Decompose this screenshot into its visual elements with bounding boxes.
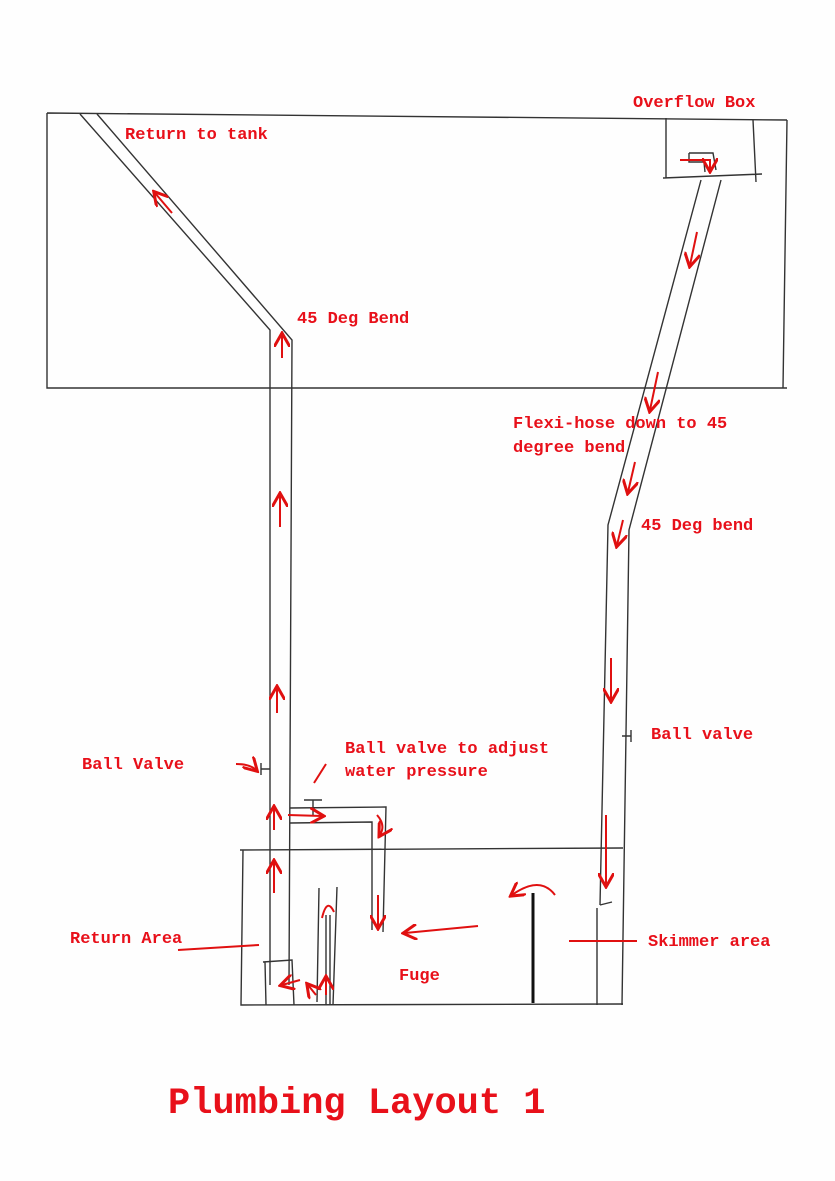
label-overflow-box: Overflow Box — [633, 94, 755, 113]
label-return-area: Return Area — [70, 930, 182, 949]
ball-valve-right-icon — [622, 730, 632, 742]
ball-valve-left-icon — [260, 763, 270, 775]
overflow-pipe — [596, 179, 722, 1006]
display-tank — [46, 112, 788, 389]
label-adjust-line1: Ball valve to adjust — [345, 740, 549, 759]
label-skimmer-area: Skimmer area — [648, 933, 770, 952]
sump — [239, 847, 624, 1006]
label-flexi-line2: degree bend — [513, 439, 625, 458]
label-fuge: Fuge — [399, 967, 440, 986]
flow-arrows — [155, 193, 697, 995]
return-area-pointer — [177, 944, 260, 951]
label-ball-valve-right: Ball valve — [651, 726, 753, 745]
return-pipe — [79, 113, 295, 1006]
adjust-valve-pointer — [313, 763, 327, 784]
label-bend-right: 45 Deg bend — [641, 517, 753, 536]
overflow-box — [662, 118, 763, 183]
diagram-title: Plumbing Layout 1 — [168, 1083, 545, 1125]
label-adjust-line2: water pressure — [345, 763, 488, 782]
fuge-branch-pipe — [289, 799, 387, 1006]
label-flexi-line1: Flexi-hose down to 45 — [513, 415, 727, 434]
label-bend-left: 45 Deg Bend — [297, 310, 409, 329]
label-ball-valve-left: Ball Valve — [82, 756, 184, 775]
label-return-to-tank: Return to tank — [125, 126, 268, 145]
